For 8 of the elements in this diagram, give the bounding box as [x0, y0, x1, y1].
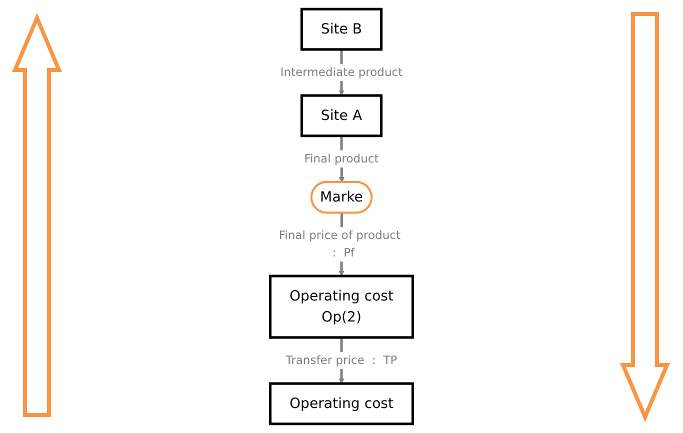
- node-box: Site B: [300, 8, 383, 51]
- edge-label: Intermediate product: [280, 66, 403, 80]
- node-box: Operating cost Op(2): [268, 274, 414, 339]
- edge-label: Final price of product ： Pf: [278, 228, 400, 260]
- node-box: Operating cost: [268, 382, 414, 426]
- node-box: Site A: [300, 94, 383, 138]
- edge-label: Transfer price ： TP: [286, 354, 398, 368]
- edge-label: Final product: [304, 152, 379, 166]
